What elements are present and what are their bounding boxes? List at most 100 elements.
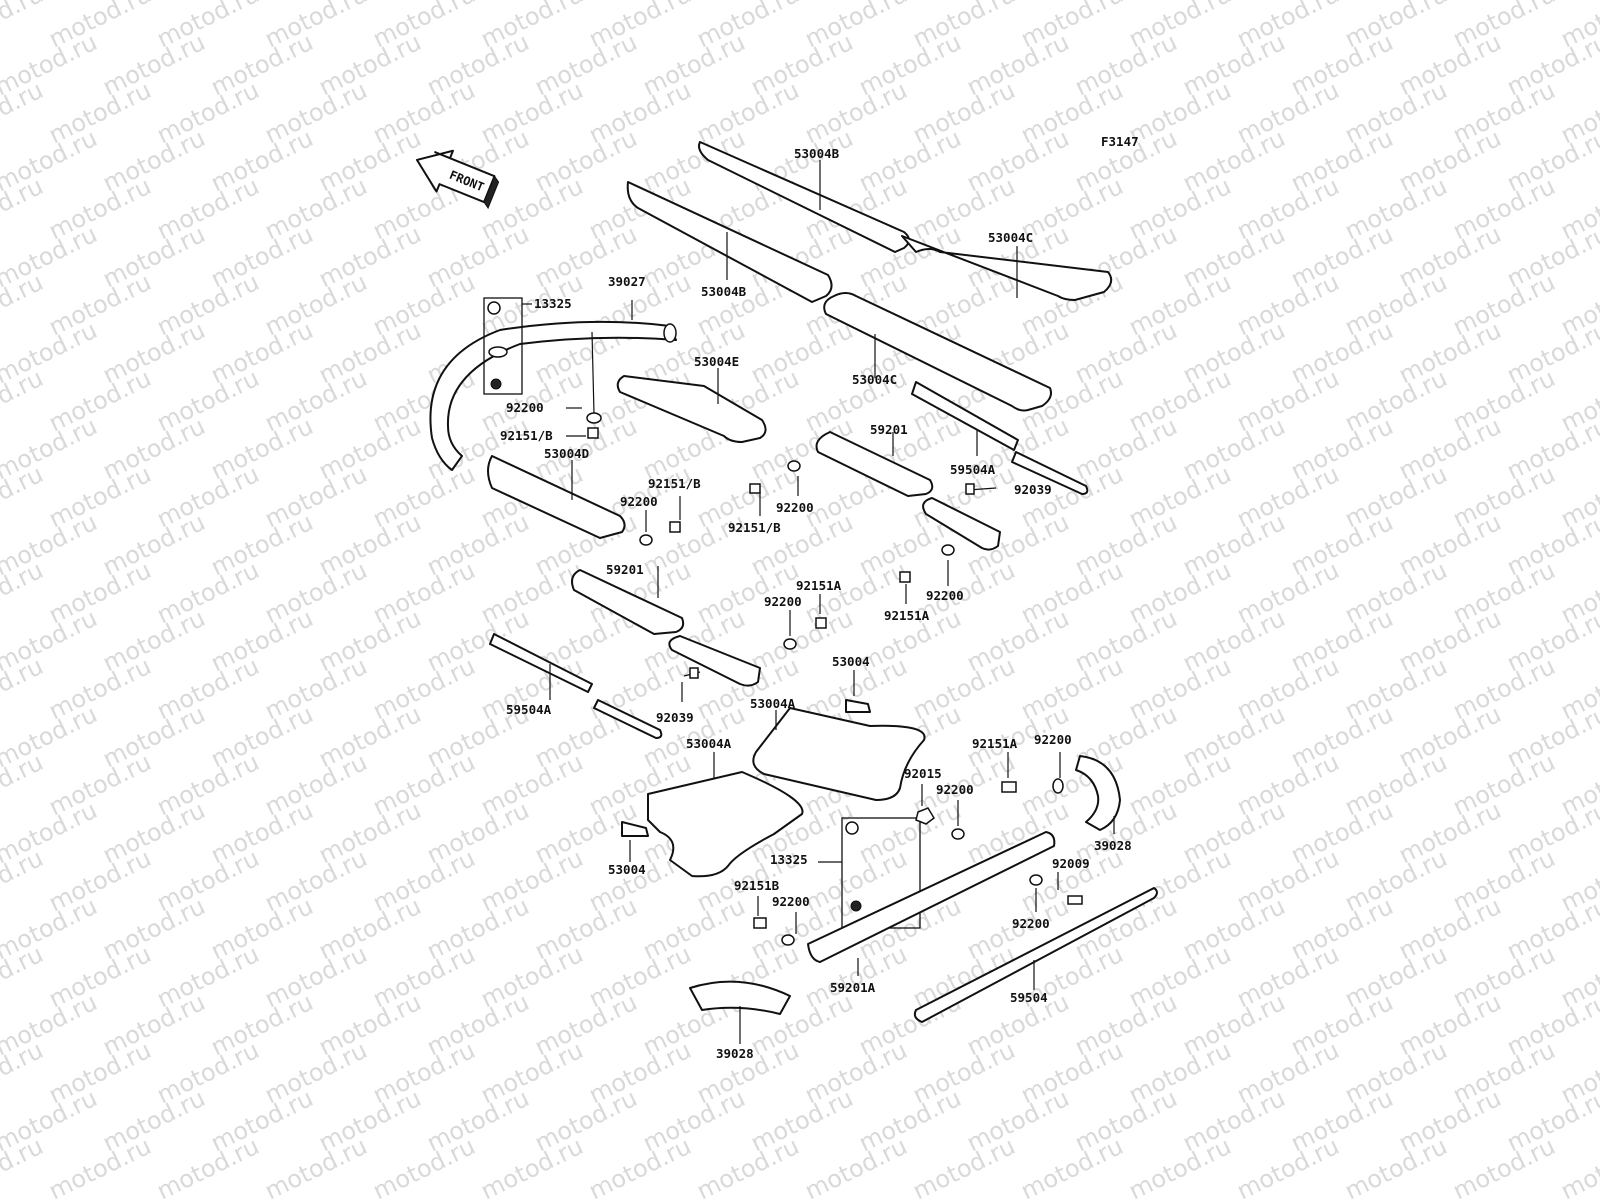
watermark-text: motod.ru <box>692 1132 803 1200</box>
label-59504A-right: 59504A <box>950 462 996 477</box>
screw-92009-icon <box>1067 895 1083 905</box>
watermark-text: motod.ru <box>1556 1132 1600 1200</box>
watermark-text: motod.ru <box>1016 1132 1127 1200</box>
washer-92200-b-icon <box>787 460 801 472</box>
label-59201A: 59201A <box>830 980 876 995</box>
bolt-13325-top-icon <box>487 301 501 315</box>
watermark-text: motod.ru <box>1340 1132 1451 1200</box>
label-53004E: 53004E <box>694 354 739 369</box>
rail-59504A-left2 <box>593 699 663 739</box>
figure-code: F3147 <box>1101 134 1139 149</box>
screw-92151b-a-icon <box>587 427 599 439</box>
label-92200-d: 92200 <box>926 588 964 603</box>
leader-lines <box>522 160 1115 1044</box>
watermark-text: motod.ru <box>260 1132 371 1200</box>
label-53004C-mid: 53004C <box>852 372 897 387</box>
label-13325-top: 13325 <box>534 296 572 311</box>
watermark-text: motod.ru <box>152 1132 263 1200</box>
mat-53004C-mid <box>823 292 1052 412</box>
label-92151a-b: 92151A <box>796 578 842 593</box>
guard-39027 <box>429 320 677 471</box>
part-labels: 53004B 53004B 53004C 53004C 53004E 53004… <box>500 146 1132 1061</box>
label-53004B-top: 53004B <box>794 146 840 161</box>
label-92151b-d: 92151B <box>734 878 780 893</box>
channel-59201-left2 <box>668 635 761 687</box>
label-59201-left: 59201 <box>606 562 644 577</box>
watermark-text: motod.ru <box>476 1132 587 1200</box>
watermark-text: motod.ru <box>44 1132 155 1200</box>
watermark-text: motod.ru <box>908 1132 1019 1200</box>
label-53004A-lower: 53004A <box>686 736 732 751</box>
label-59201-right: 59201 <box>870 422 908 437</box>
lead-line <box>591 331 595 415</box>
rail-59504A-right2 <box>1011 451 1089 495</box>
watermark-text: motod.ru <box>1448 1132 1559 1200</box>
label-92009: 92009 <box>1052 856 1090 871</box>
washer-92200-g-icon <box>951 828 965 840</box>
label-92015: 92015 <box>904 766 942 781</box>
guard-39027-end <box>663 323 677 343</box>
pin-92039-b-icon <box>689 667 699 679</box>
label-53004B-bottom: 53004B <box>701 284 747 299</box>
bracket-13325-box <box>483 297 523 395</box>
watermark-text: motod.ru <box>368 1132 479 1200</box>
label-39027: 39027 <box>608 274 646 289</box>
pad-53004-upper <box>845 699 871 713</box>
watermark-text: motod.ru <box>0 0 48 53</box>
label-53004C-right: 53004C <box>988 230 1033 245</box>
label-92151b-a: 92151/B <box>500 428 553 443</box>
channel-59201A <box>807 831 1056 963</box>
channel-59201-left <box>571 569 685 635</box>
mat-53004D <box>487 455 626 539</box>
nut-13325-lower-icon <box>850 900 862 912</box>
watermark-text: motod.ru <box>800 1132 911 1200</box>
watermark-text: motod.ru <box>1124 1132 1235 1200</box>
label-13325-lower: 13325 <box>770 852 808 867</box>
mat-53004A-lower <box>647 771 804 878</box>
screw-92151b-c-icon <box>669 521 681 533</box>
label-39028-lower: 39028 <box>716 1046 754 1061</box>
washer-92200-e-icon <box>783 638 797 650</box>
label-92151b-c: 92151/B <box>648 476 701 491</box>
washer-92200-h-icon <box>1029 874 1043 886</box>
washer-92200-f-icon <box>1052 778 1064 794</box>
rail-59504 <box>913 887 1158 1023</box>
label-39028-right: 39028 <box>1094 838 1132 853</box>
front-arrow-icon: FRONT <box>415 149 500 210</box>
bumper-39028-lower <box>689 980 791 1015</box>
label-92200-g: 92200 <box>936 782 974 797</box>
label-53004-lower: 53004 <box>608 862 646 877</box>
label-59504: 59504 <box>1010 990 1048 1005</box>
label-92151a-a: 92151A <box>884 608 930 623</box>
rail-59504A-left <box>489 633 593 693</box>
mat-53004C-right <box>901 235 1113 301</box>
washer-92200-c-icon <box>639 534 653 546</box>
mat-53004B-lower <box>626 181 833 303</box>
nut-92015-icon <box>915 807 935 825</box>
watermark-text: motod.ru <box>584 1132 695 1200</box>
bumper-39028-right <box>1075 755 1121 831</box>
mat-53004B-upper <box>698 141 910 253</box>
screw-92151b-b-icon <box>749 483 761 494</box>
screw-92151a-b-icon <box>815 617 827 629</box>
label-53004-upper: 53004 <box>832 654 870 669</box>
label-59504A-left: 59504A <box>506 702 552 717</box>
mat-53004A-upper <box>752 707 926 801</box>
screw-92151a-a-icon <box>899 571 911 583</box>
pin-92039-a-icon <box>965 483 975 495</box>
pad-53004-lower <box>621 821 649 837</box>
watermark-text: motod.ru <box>1232 1132 1343 1200</box>
washer-92200-d-icon <box>941 544 955 556</box>
washer-92200-i-icon <box>781 934 795 946</box>
screw-92151a-c-icon <box>1001 781 1017 793</box>
label-92200-b: 92200 <box>776 500 814 515</box>
label-92200-c: 92200 <box>620 494 658 509</box>
label-92200-f: 92200 <box>1034 732 1072 747</box>
washer-92200-a-icon <box>586 412 602 424</box>
washer-13325-icon <box>488 346 508 358</box>
rail-59504A-right <box>911 381 1019 451</box>
screw-92151b-d-icon <box>753 917 767 929</box>
label-92151a-c: 92151A <box>972 736 1018 751</box>
label-92200-i: 92200 <box>772 894 810 909</box>
